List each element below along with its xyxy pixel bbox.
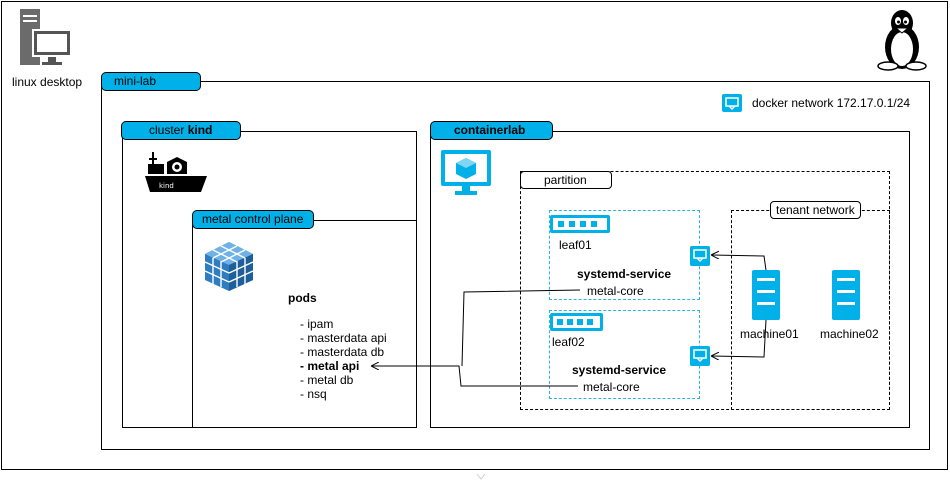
cluster-tab: cluster kind [121, 121, 241, 140]
leaf02-service: systemd-service [572, 363, 667, 377]
switch-icon [550, 215, 610, 233]
pod-item: - metal db [300, 373, 354, 387]
desktop-label: linux desktop [12, 75, 83, 89]
server-icon [832, 270, 860, 320]
monitor-cube-icon [441, 150, 491, 196]
machine01-label: machine01 [740, 327, 799, 341]
switch-icon [550, 313, 603, 331]
leaf02-port-icon [690, 346, 710, 366]
leaf02-core-connector [372, 366, 578, 387]
kind-ship-icon: kind [145, 150, 207, 195]
containerlab-frame [430, 131, 910, 428]
pod-item: - masterdata api [300, 331, 387, 345]
server-icon [752, 270, 780, 320]
pods-list: - ipam- masterdata api- masterdata db- m… [300, 317, 387, 401]
cluster-prefix: cluster [149, 123, 188, 137]
kind-ship-text: kind [159, 182, 174, 190]
leaf02-label: leaf02 [552, 335, 585, 349]
containerlab-tab: containerlab [430, 121, 553, 140]
machine01-leaf02-connector [712, 319, 767, 357]
leaf01-core-connector [461, 289, 581, 367]
pod-item: - masterdata db [300, 345, 385, 359]
leaf01-service: systemd-service [577, 267, 672, 281]
pod-item: - metal api [300, 359, 360, 373]
control-plane-tab: metal control plane [192, 210, 314, 229]
desktop-frame [1, 1, 948, 470]
cluster-name: kind [187, 123, 213, 137]
pod-item: - nsq [300, 387, 327, 401]
linux-penguin-icon [876, 9, 928, 71]
pod-item: - ipam [300, 317, 334, 331]
leaf01-metal-core: metal-core [587, 284, 644, 298]
leaf01-port-icon [690, 246, 710, 266]
network-interface-icon [722, 94, 742, 112]
cubes-icon [203, 240, 255, 292]
leaf01-label: leaf01 [559, 238, 592, 252]
machine02-label: machine02 [820, 327, 879, 341]
docker-network-label: docker network 172.17.0.1/24 [752, 96, 911, 110]
minilab-tab: mini-lab [101, 72, 201, 91]
machine01-leaf01-connector [712, 255, 767, 271]
tenant-network-tab: tenant network [770, 201, 861, 219]
leaf02-metal-core: metal-core [583, 380, 640, 394]
pods-title: pods [288, 291, 317, 305]
partition-tab: partition [520, 171, 612, 189]
desktop-computer-icon [18, 9, 76, 67]
